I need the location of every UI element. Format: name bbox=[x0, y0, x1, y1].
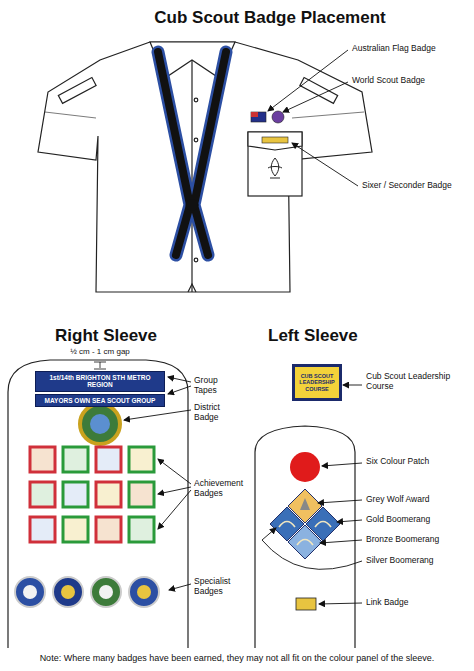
shirt bbox=[38, 42, 372, 292]
neckerchief bbox=[158, 52, 226, 255]
callout-label: District Badge bbox=[194, 403, 242, 423]
callout-label: Group Tapes bbox=[194, 376, 242, 396]
sleeve-heading: Left Sleeve bbox=[268, 326, 398, 346]
gap-marker bbox=[94, 362, 106, 369]
callout-label: Silver Boomerang bbox=[366, 556, 466, 566]
achievement-badge bbox=[96, 447, 121, 472]
achievement-badge bbox=[96, 517, 121, 542]
callout-label: Grey Wolf Award bbox=[366, 495, 466, 505]
sleeve-heading: Right Sleeve bbox=[55, 326, 185, 346]
diagram-title: Cub Scout Badge Placement bbox=[90, 8, 450, 28]
specialist-badge-centre bbox=[23, 585, 37, 599]
achievement-badge bbox=[96, 482, 121, 507]
achievement-badge bbox=[63, 517, 88, 542]
callout-label: Australian Flag Badge bbox=[352, 44, 462, 54]
specialist-badge-centre bbox=[99, 585, 113, 599]
six-colour-patch bbox=[290, 452, 320, 482]
callout-label: Sixer / Seconder Badge bbox=[362, 181, 462, 191]
achievement-badge bbox=[63, 447, 88, 472]
achievement-badge bbox=[129, 517, 154, 542]
callout-label: Specialist Badges bbox=[194, 577, 252, 597]
award-diamonds bbox=[270, 489, 340, 559]
callout-label: Link Badge bbox=[366, 598, 466, 608]
node-text: 1st/14th BRIGHTON STH METRO REGION bbox=[39, 374, 161, 389]
leadership-course-badge: CUB SCOUT LEADERSHIP COURSE bbox=[292, 364, 342, 401]
specialist-badge-centre bbox=[137, 585, 151, 599]
link-badge bbox=[296, 598, 316, 610]
callout-label: Six Colour Patch bbox=[366, 457, 456, 467]
specialist-badge bbox=[129, 577, 159, 607]
node-text: CUB SCOUT LEADERSHIP COURSE bbox=[297, 373, 337, 392]
specialist-badge bbox=[53, 577, 83, 607]
right-sleeve-panel bbox=[8, 360, 188, 648]
achievement-badge bbox=[30, 447, 55, 472]
specialist-badge bbox=[91, 577, 121, 607]
achievement-badge bbox=[30, 517, 55, 542]
left-sleeve-panel bbox=[255, 426, 355, 648]
specialist-badge bbox=[15, 577, 45, 607]
achievement-badges bbox=[30, 447, 154, 542]
callout-label: World Scout Badge bbox=[352, 76, 462, 86]
group-tape: MAYORS OWN SEA SCOUT GROUP bbox=[35, 394, 165, 407]
callout-label: Bronze Boomerang bbox=[366, 535, 466, 545]
chest-badges bbox=[251, 111, 288, 178]
achievement-badge bbox=[129, 447, 154, 472]
specialist-badges bbox=[15, 577, 159, 607]
achievement-badge bbox=[63, 482, 88, 507]
district-badge bbox=[80, 404, 120, 444]
callout-label: Gold Boomerang bbox=[366, 515, 466, 525]
note-text: Note: Where many badges have been earned… bbox=[40, 653, 435, 663]
group-tape: 1st/14th BRIGHTON STH METRO REGION bbox=[35, 371, 165, 392]
achievement-badge bbox=[129, 482, 154, 507]
callout-label: Achievement Badges bbox=[194, 479, 256, 499]
callout-label: Cub Scout Leadership Course bbox=[366, 372, 456, 392]
achievement-badge bbox=[30, 482, 55, 507]
node-text: MAYORS OWN SEA SCOUT GROUP bbox=[39, 397, 161, 404]
gap-label: ½ cm - 1 cm gap bbox=[40, 347, 160, 356]
specialist-badge-centre bbox=[61, 585, 75, 599]
